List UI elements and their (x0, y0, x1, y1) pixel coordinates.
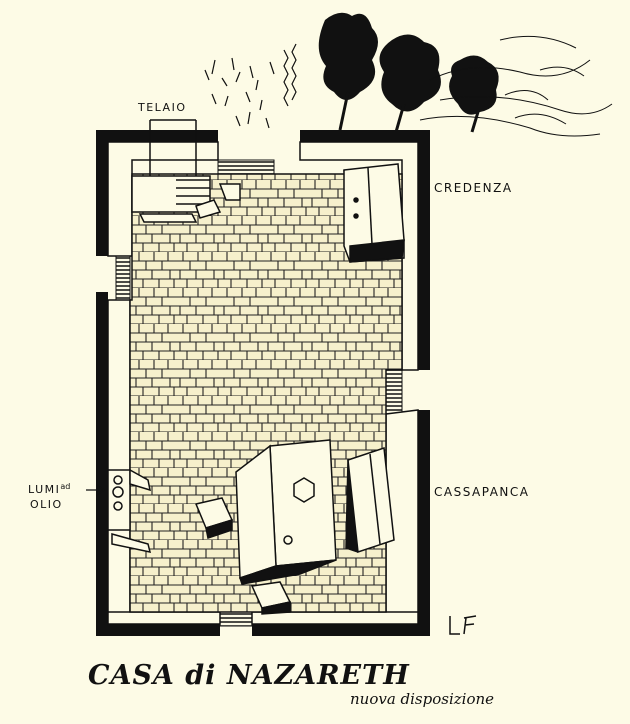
label-lumi-text: LUMI (28, 483, 61, 496)
label-telaio: TELAIO (138, 101, 187, 114)
lamp-arrow-icon (86, 484, 106, 496)
loom-telaio (131, 119, 241, 223)
label-credenza: CREDENZA (434, 181, 513, 195)
walls (96, 130, 430, 636)
trees-illustration (318, 12, 613, 137)
label-olio: OLIO (30, 498, 63, 511)
label-lumi: LUMIad (28, 482, 70, 496)
label-cassapanca: CASSAPANCA (434, 485, 530, 499)
drawing-title: CASA di NAZARETH (88, 660, 410, 691)
garden-plants (204, 43, 297, 129)
label-lumi-ad: ad (60, 482, 71, 491)
stools (194, 497, 292, 615)
cassapanca-chest (345, 446, 395, 554)
signature-lf-mark (449, 615, 477, 635)
oil-lamps (107, 468, 152, 553)
table (235, 439, 337, 585)
drawing-subtitle: nuova disposizione (350, 690, 495, 708)
credenza-cupboard (343, 163, 405, 263)
